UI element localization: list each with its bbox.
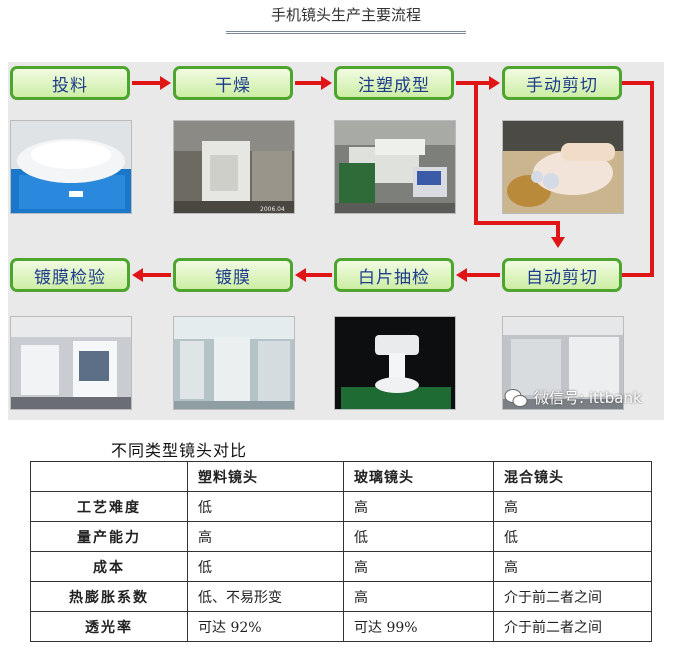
arrow-right-head	[160, 76, 171, 90]
row-label: 透光率	[31, 612, 188, 642]
table-cell: 可达 99%	[344, 612, 494, 642]
arrow-right	[295, 81, 321, 85]
photo-coating-inspection	[10, 316, 132, 410]
photo-drying: 2006.04	[173, 120, 295, 214]
arrow-right	[456, 81, 489, 85]
table-cell: 介于前二者之间	[494, 582, 652, 612]
table-cell: 低	[188, 492, 344, 522]
table-cell: 低	[344, 522, 494, 552]
connector-line	[474, 81, 478, 223]
step-manual-cutting: 手动剪切	[502, 66, 622, 100]
arrow-right-head	[321, 76, 332, 90]
table-cell: 介于前二者之间	[494, 612, 652, 642]
table-cell: 高	[344, 492, 494, 522]
step-blank-sampling: 白片抽检	[334, 258, 454, 292]
table-header-row: 塑料镜头 玻璃镜头 混合镜头	[31, 462, 652, 492]
step-drying: 干燥	[173, 66, 293, 100]
page-title: 手机镜头生产主要流程	[226, 4, 466, 34]
step-coating: 镀膜	[173, 258, 293, 292]
arrow-right-head	[489, 76, 500, 90]
arrow-right	[132, 81, 160, 85]
photo-injection-molding	[334, 120, 456, 214]
row-label: 工艺难度	[31, 492, 188, 522]
photo-manual-cutting	[502, 120, 624, 214]
step-coating-inspection: 镀膜检验	[10, 258, 130, 292]
connector-line	[556, 221, 560, 237]
wechat-icon	[504, 388, 528, 408]
arrow-down-head	[551, 237, 565, 248]
table-row: 热膨胀系数 低、不易形变 高 介于前二者之间	[31, 582, 652, 612]
table-row: 透光率 可达 92% 可达 99% 介于前二者之间	[31, 612, 652, 642]
step-auto-cutting: 自动剪切	[502, 258, 622, 292]
table-row: 量产能力 高 低 低	[31, 522, 652, 552]
connector-line	[622, 273, 654, 277]
photo-blank-sampling	[334, 316, 456, 410]
table-cell: 高	[344, 552, 494, 582]
table-header-cell: 混合镜头	[494, 462, 652, 492]
watermark: 微信号: ittbank	[504, 387, 642, 408]
photo-feeding	[10, 120, 132, 214]
table-cell: 高	[494, 492, 652, 522]
step-injection-molding: 注塑成型	[334, 66, 454, 100]
row-label: 成本	[31, 552, 188, 582]
process-flow-diagram: 投料 干燥 注塑成型 手动剪切 2006.04	[8, 62, 664, 420]
watermark-text: 微信号: ittbank	[534, 387, 642, 408]
arrow-left	[305, 273, 332, 277]
arrow-left	[142, 273, 171, 277]
arrow-left-head	[456, 268, 467, 282]
table-cell: 低、不易形变	[188, 582, 344, 612]
table-cell: 低	[188, 552, 344, 582]
connector-line	[474, 221, 558, 225]
row-label: 量产能力	[31, 522, 188, 552]
table-title: 不同类型镜头对比	[111, 437, 247, 461]
table-header-cell	[31, 462, 188, 492]
table-header-cell: 玻璃镜头	[344, 462, 494, 492]
arrow-left-head	[132, 268, 143, 282]
table-cell: 高	[344, 582, 494, 612]
row-label: 热膨胀系数	[31, 582, 188, 612]
arrow-left-head	[295, 268, 306, 282]
connector-line	[650, 81, 654, 277]
table-cell: 低	[494, 522, 652, 552]
table-row: 成本 低 高 高	[31, 552, 652, 582]
photo-coating	[173, 316, 295, 410]
arrow-left	[466, 273, 500, 277]
table-cell: 高	[188, 522, 344, 552]
table-cell: 高	[494, 552, 652, 582]
table-header-cell: 塑料镜头	[188, 462, 344, 492]
step-feeding: 投料	[10, 66, 130, 100]
svg-text:2006.04: 2006.04	[260, 206, 285, 213]
table-row: 工艺难度 低 高 高	[31, 492, 652, 522]
table-cell: 可达 92%	[188, 612, 344, 642]
comparison-table: 塑料镜头 玻璃镜头 混合镜头 工艺难度 低 高 高 量产能力 高 低 低 成本 …	[30, 461, 652, 642]
